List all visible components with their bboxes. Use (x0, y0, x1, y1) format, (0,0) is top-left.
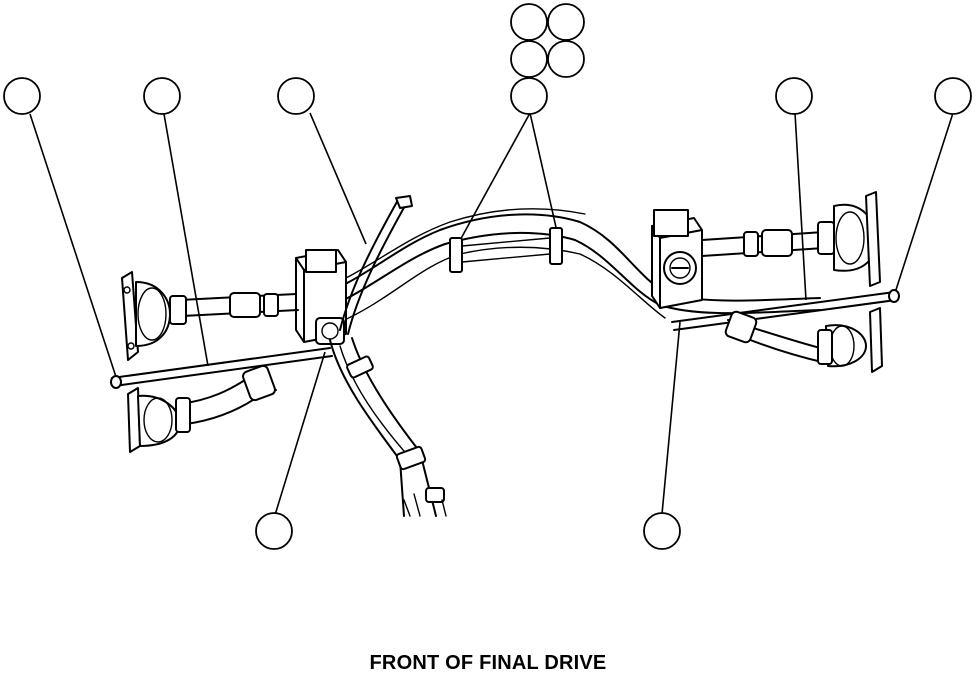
callout-top-6 (934, 77, 972, 115)
right-lower-elbow (724, 307, 883, 373)
callout-bottom-1 (255, 512, 293, 550)
cross-rods (110, 289, 900, 389)
callout-top-3 (277, 77, 315, 115)
diagram-caption: FRONT OF FINAL DRIVE (369, 652, 607, 674)
callout-top-cluster-2 (547, 3, 585, 41)
callout-top-4 (510, 77, 548, 115)
left-shaft-assembly (121, 271, 299, 361)
left-lower-elbow (127, 364, 277, 453)
left-gearbox (295, 249, 347, 345)
right-gearbox (651, 209, 703, 309)
leader-lines (29, 112, 954, 516)
callout-top-cluster-3 (510, 40, 548, 78)
callout-top-2 (143, 77, 181, 115)
right-shaft-assembly (701, 191, 881, 287)
drop-hose (329, 337, 447, 517)
callout-top-cluster-4 (547, 40, 585, 78)
main-harness (304, 208, 821, 323)
callout-top-1 (3, 77, 41, 115)
callout-bottom-2 (643, 512, 681, 550)
callout-top-cluster-1 (510, 3, 548, 41)
callout-top-5 (775, 77, 813, 115)
callouts (3, 3, 972, 550)
vertical-pipe (339, 195, 413, 335)
